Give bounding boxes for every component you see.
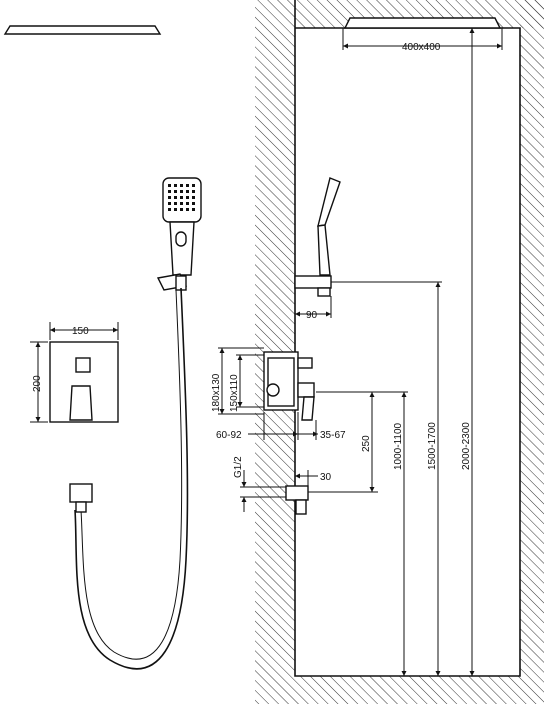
nozzle-dot <box>192 202 195 205</box>
nozzle-dot <box>174 190 177 193</box>
nozzle-dot <box>168 196 171 199</box>
outlet-projection-label: 30 <box>320 472 332 483</box>
plate-height-label: 200 <box>32 375 43 392</box>
nozzle-dot <box>168 184 171 187</box>
nozzle-dot <box>168 190 171 193</box>
concealed-mixer: 180x130 150x110 60-92 35-67 <box>211 347 346 441</box>
nozzle-dot <box>168 202 171 205</box>
head-height-label: 2000-2300 <box>461 422 472 470</box>
nozzle-dot <box>186 208 189 211</box>
wall-hand-shower: 90 <box>294 177 341 321</box>
nozzle-dot <box>174 184 177 187</box>
box-outer-label: 180x130 <box>211 373 222 412</box>
nozzle-dot <box>174 208 177 211</box>
nozzle-dot <box>192 190 195 193</box>
wall-depth-label: 60-92 <box>216 430 242 441</box>
nozzle-dot <box>180 202 183 205</box>
nozzle-dot <box>174 196 177 199</box>
hose-connector <box>69 483 93 513</box>
nozzle-dot <box>192 208 195 211</box>
wall-outlet: G1/2 30 <box>233 456 332 515</box>
height-dimensions: 250 1000-1100 1500-1700 2000-2300 <box>308 28 475 676</box>
thread-label: G1/2 <box>233 456 244 478</box>
head-size-label: 400x400 <box>402 42 441 53</box>
nozzle-dot <box>186 196 189 199</box>
trim-plate: 150 200 <box>30 322 119 423</box>
nozzle-dot <box>186 202 189 205</box>
rain-shower-head-installed: 400x400 <box>342 17 503 53</box>
plate-width-label: 150 <box>72 326 89 337</box>
box-inner-label: 150x110 <box>229 374 240 412</box>
mixer-height-label: 1000-1100 <box>393 422 404 470</box>
nozzle-dot <box>186 184 189 187</box>
hand-shower <box>162 177 202 276</box>
hand-shower-holder <box>156 273 188 291</box>
nozzle-grid-icon <box>168 184 195 211</box>
nozzle-dot <box>168 208 171 211</box>
nozzle-dot <box>180 208 183 211</box>
nozzle-dot <box>180 184 183 187</box>
nozzle-dot <box>192 184 195 187</box>
arm-projection-label: 90 <box>306 310 318 321</box>
rain-shower-head-view <box>3 25 162 35</box>
shower-hose <box>74 287 189 670</box>
holder-height-label: 1500-1700 <box>427 422 438 470</box>
mixer-outlet-label: 250 <box>361 435 372 452</box>
wall-section <box>255 0 544 704</box>
nozzle-dot <box>180 190 183 193</box>
nozzle-dot <box>192 196 195 199</box>
nozzle-dot <box>174 202 177 205</box>
nozzle-dot <box>186 190 189 193</box>
trim-depth-label: 35-67 <box>320 430 346 441</box>
nozzle-dot <box>180 196 183 199</box>
